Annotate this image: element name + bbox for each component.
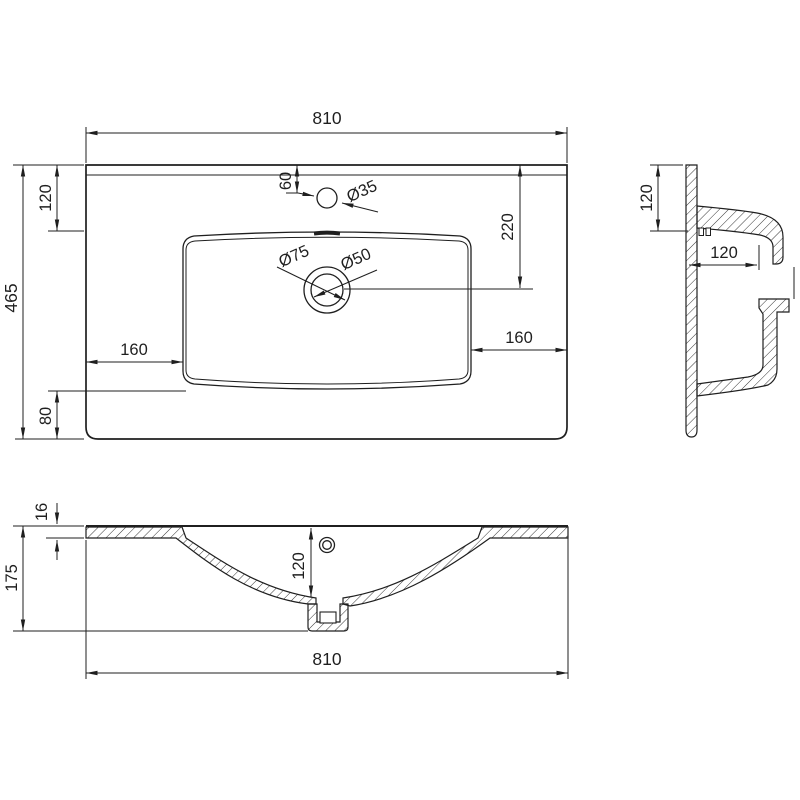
dim-top-width-label: 810 <box>312 108 341 128</box>
side-clip-notch <box>698 227 704 236</box>
dim-top-depth-label: 465 <box>1 283 21 312</box>
dim-margin-left-label: 160 <box>120 341 148 359</box>
bowl-outer-rim <box>182 231 472 390</box>
side-clip-notch <box>705 227 711 236</box>
leader-drain-inner <box>313 269 378 298</box>
dim-front-width-label: 810 <box>312 649 341 669</box>
leader-faucet-dia <box>341 202 379 213</box>
dim-bowl-depth-label: 120 <box>290 552 308 580</box>
dim-faucet-offset-label: 60 <box>277 172 295 190</box>
bowl-inner-rim <box>185 236 469 385</box>
overflow-hole-outer <box>318 536 336 554</box>
dim-front-offset-label: 80 <box>37 407 55 425</box>
drain-outer-circle <box>303 266 351 314</box>
front-view: 16 175 120 810 <box>3 503 569 679</box>
front-right-wall-section <box>342 526 569 607</box>
drain-slot <box>319 611 337 624</box>
leader-faucet <box>297 191 315 197</box>
drain-inner-circle <box>310 273 344 307</box>
side-rim-flange-section <box>696 205 784 265</box>
front-drain-trap-section <box>307 603 349 632</box>
dim-front-height-label: 175 <box>3 564 21 592</box>
side-back-plate-section <box>685 164 698 438</box>
dim-rim-thickness-label: 16 <box>33 503 51 521</box>
side-bowl-wall-section <box>696 298 790 397</box>
side-view: 120 120 <box>638 164 795 438</box>
overflow-slot-mark <box>313 230 341 236</box>
dim-back-offset-label: 120 <box>37 184 55 212</box>
top-view-outline <box>85 164 568 440</box>
front-left-wall-section <box>85 526 317 605</box>
dim-side-mount-label: 120 <box>638 184 656 212</box>
dim-side-rim-depth-label: 120 <box>710 244 738 262</box>
overflow-hole-inner <box>322 540 332 550</box>
dim-drain-offset-label: 220 <box>499 213 517 241</box>
faucet-hole <box>316 187 338 209</box>
dim-margin-right-label: 160 <box>505 329 533 347</box>
leader-drain-outer <box>276 266 346 301</box>
top-view: 810 465 120 80 160 160 60 Ø35 220 <box>1 108 568 440</box>
